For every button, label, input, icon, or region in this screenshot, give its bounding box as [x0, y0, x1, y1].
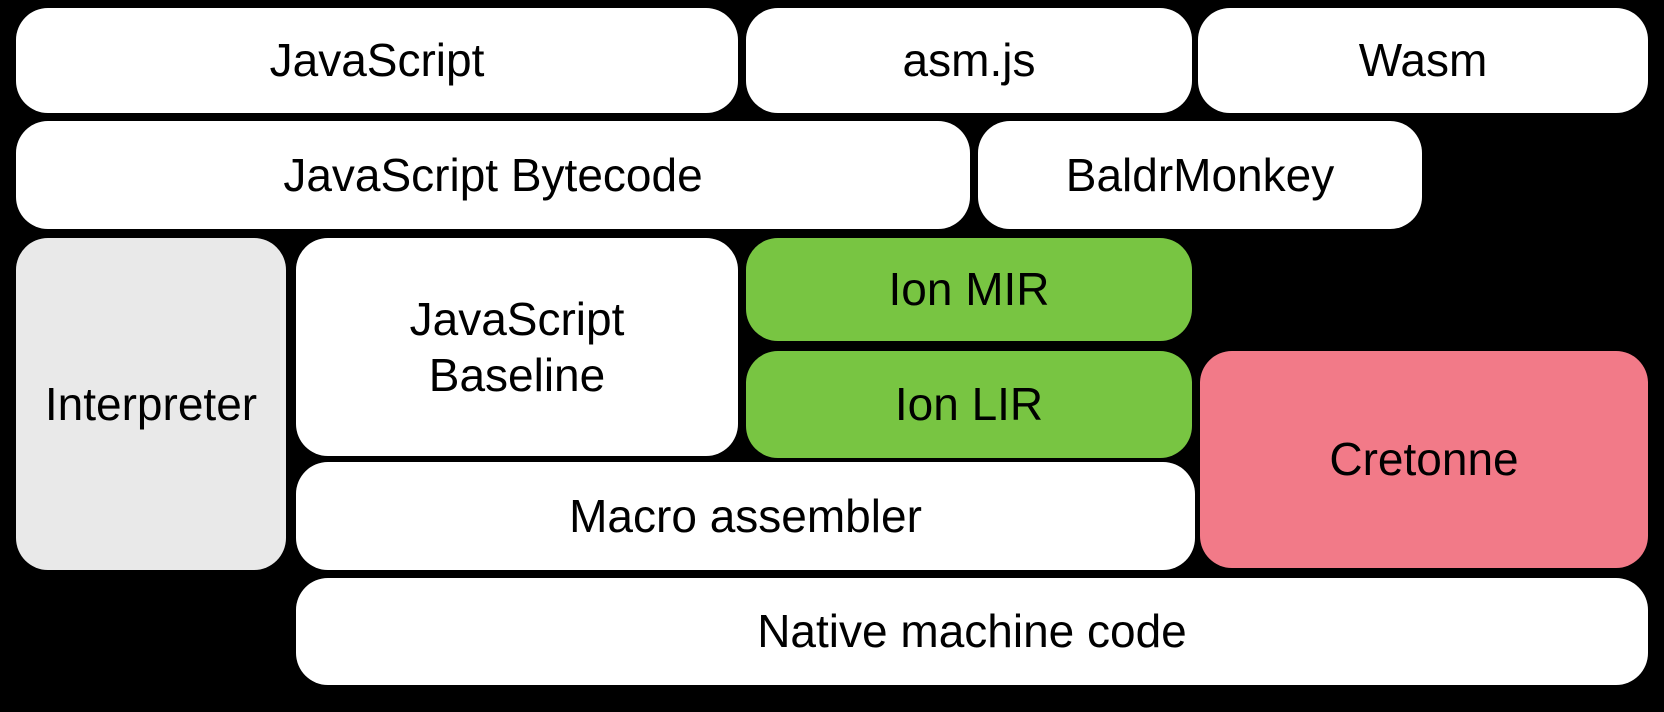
node-javascript-bytecode: JavaScript Bytecode	[16, 121, 970, 229]
node-wasm: Wasm	[1198, 8, 1648, 113]
node-javascript: JavaScript	[16, 8, 738, 113]
node-ion-lir: Ion LIR	[746, 351, 1192, 458]
node-ion-mir: Ion MIR	[746, 238, 1192, 341]
node-cretonne: Cretonne	[1200, 351, 1648, 568]
node-interpreter: Interpreter	[16, 238, 286, 570]
node-baldrmonkey: BaldrMonkey	[978, 121, 1422, 229]
node-asmjs: asm.js	[746, 8, 1192, 113]
node-native-machine-code: Native machine code	[296, 578, 1648, 685]
node-macro-assembler: Macro assembler	[296, 462, 1195, 570]
node-javascript-baseline: JavaScript Baseline	[296, 238, 738, 456]
